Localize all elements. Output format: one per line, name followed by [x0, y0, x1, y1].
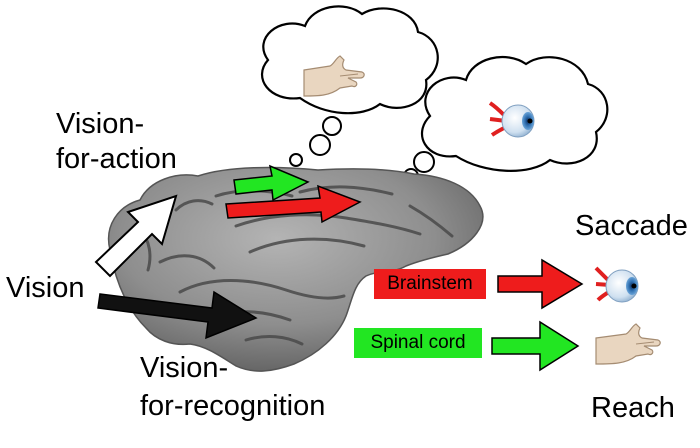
- white-arrow-vision-for-action: [94, 194, 178, 278]
- red-arrow-saccade: [497, 258, 584, 310]
- vision-for-recognition-label-line1: Vision-: [140, 352, 229, 384]
- hand-icon: [595, 323, 661, 365]
- reach-label: Reach: [591, 392, 675, 424]
- vision-for-recognition-label-line2: for-recognition: [140, 390, 326, 422]
- eye-icon: [488, 101, 535, 138]
- spinal-cord-box: Spinal cord: [354, 328, 482, 358]
- green-arrow-dorsal: [233, 164, 310, 202]
- red-arrow-dorsal: [225, 184, 362, 224]
- vision-for-action-label-line2: for-action: [56, 143, 177, 175]
- black-arrow-vision-for-recognition: [97, 290, 258, 340]
- brainstem-box: Brainstem: [374, 269, 486, 299]
- eye-icon: [594, 266, 639, 303]
- vision-for-action-label-line1: Vision-: [56, 108, 145, 140]
- green-arrow-reach: [491, 320, 580, 372]
- hand-icon: [303, 55, 365, 97]
- vision-label: Vision: [6, 272, 85, 304]
- saccade-label: Saccade: [575, 210, 688, 242]
